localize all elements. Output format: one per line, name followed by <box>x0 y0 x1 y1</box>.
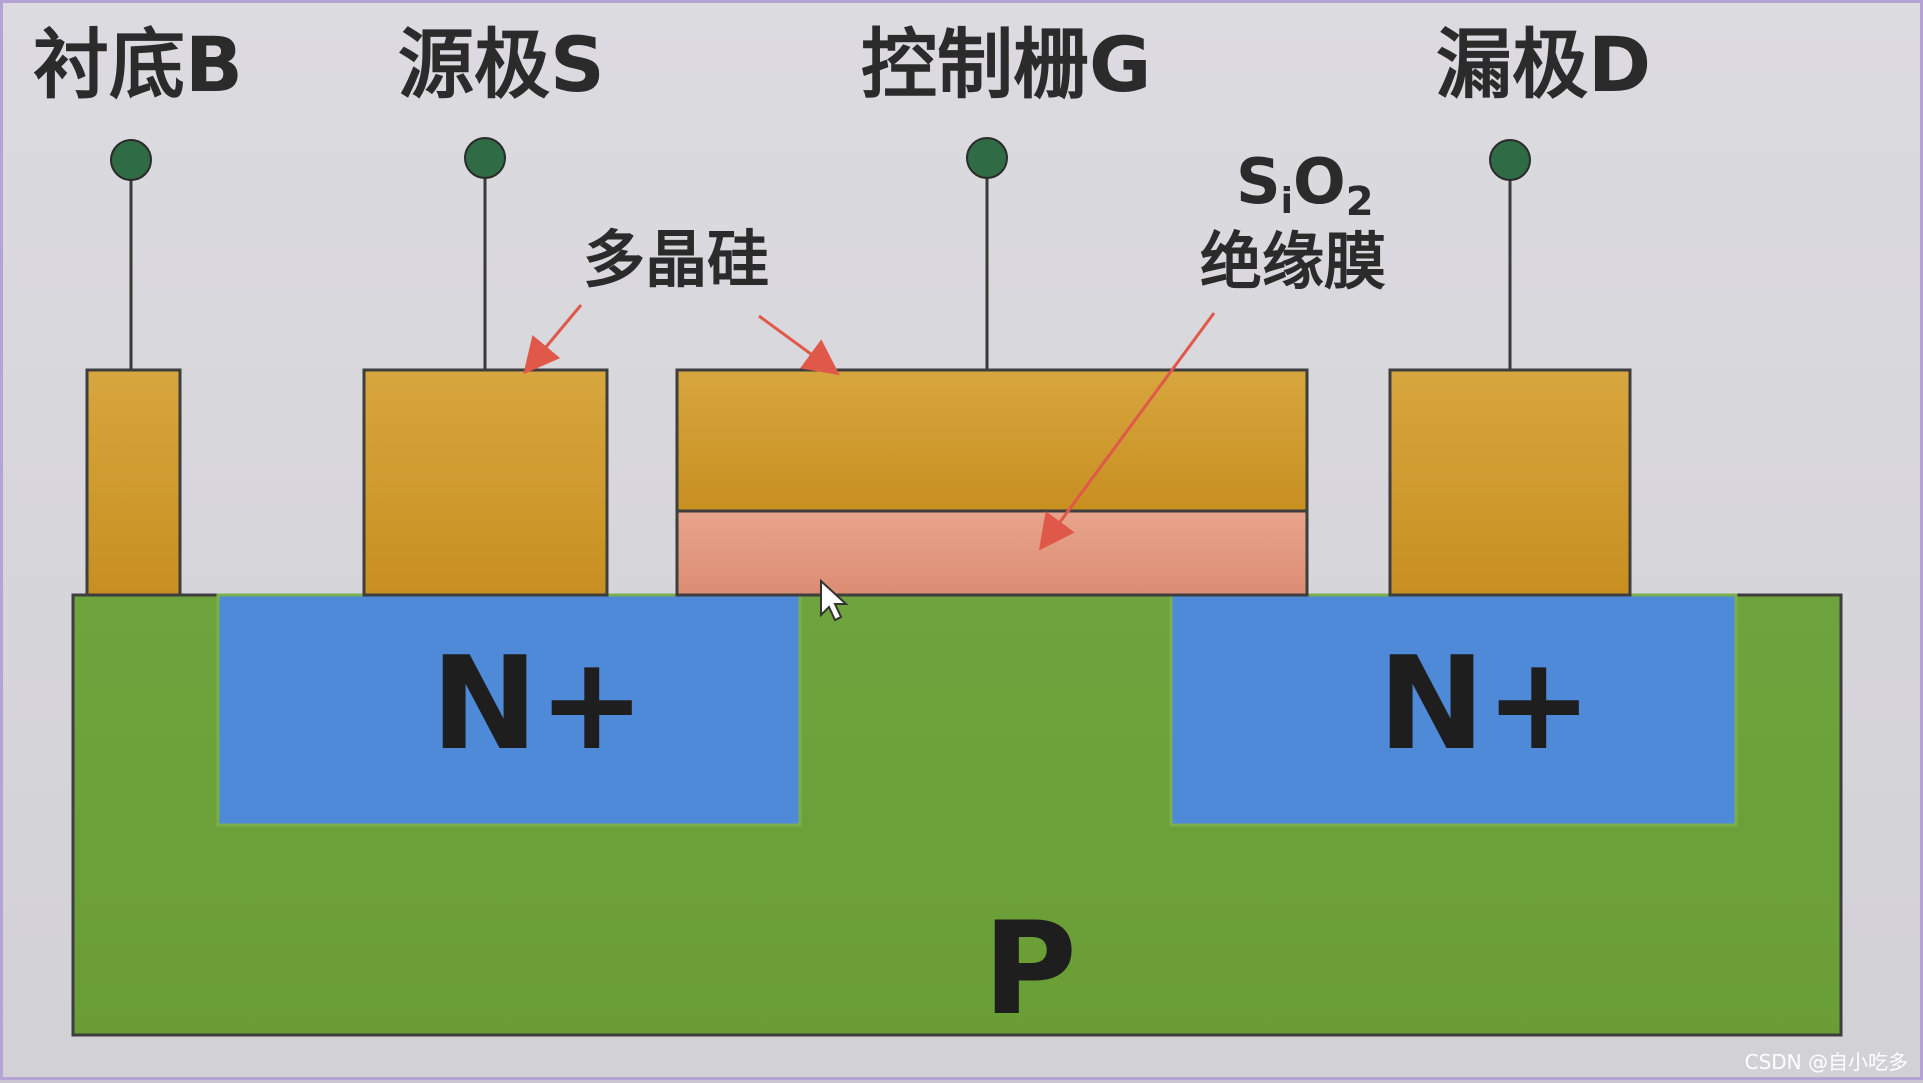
n-plus-region-left <box>216 593 802 827</box>
substrate-terminal <box>110 139 152 370</box>
gate-oxide-layer <box>675 509 1309 597</box>
oxide-formula-s: S <box>1236 145 1281 218</box>
source-terminal <box>464 137 506 370</box>
polysilicon-arrow-to-gate <box>758 314 840 376</box>
gate-label: 控制栅G <box>861 20 1151 109</box>
gate-terminal <box>966 137 1008 370</box>
drain-electrode <box>1388 368 1632 597</box>
oxide-name-label: 绝缘膜 <box>1200 225 1386 298</box>
substrate-label: 衬底B <box>33 20 243 109</box>
oxide-formula: SiO2 <box>1236 145 1374 225</box>
gate-polysilicon <box>675 368 1309 513</box>
drain-terminal-dot <box>1489 139 1531 181</box>
drain-label: 漏极D <box>1436 20 1651 109</box>
n-plus-right-label: N+ <box>1378 630 1592 779</box>
source-electrode <box>362 368 609 597</box>
source-terminal-dot <box>464 137 506 179</box>
polysilicon-label: 多晶硅 <box>583 223 769 296</box>
polysilicon-arrow-to-source <box>523 304 583 375</box>
oxide-arrow <box>1038 312 1216 551</box>
oxide-formula-sub-i: i <box>1281 181 1293 222</box>
gate-terminal-dot <box>966 137 1008 179</box>
oxide-formula-sub-2: 2 <box>1346 179 1374 225</box>
substrate-electrode <box>85 368 182 597</box>
substrate-terminal-dot <box>110 139 152 181</box>
mosfet-cross-section: 衬底B 源极S 控制栅G 漏极D 多晶硅 SiO2 绝缘膜 N+ N+ P CS… <box>33 20 1908 1074</box>
mouse-cursor-icon <box>820 578 849 622</box>
n-plus-left-label: N+ <box>431 630 645 779</box>
p-substrate-label: P <box>983 895 1077 1044</box>
watermark: CSDN @自小吃多 <box>1745 1050 1908 1074</box>
oxide-formula-o: O <box>1293 145 1346 218</box>
drain-terminal <box>1489 139 1531 370</box>
source-label: 源极S <box>398 20 605 109</box>
